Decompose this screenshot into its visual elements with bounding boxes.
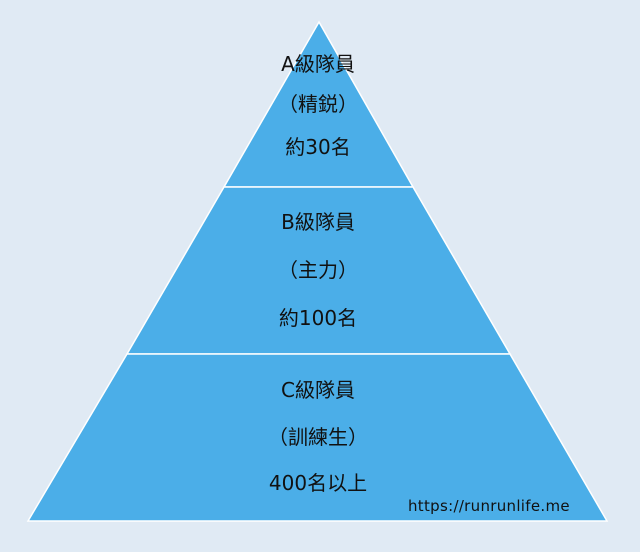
tier-b-title: B級隊員 [281,210,355,234]
tier-c-count: 400名以上 [268,471,368,495]
tier-a-count: 約30名 [285,135,351,159]
tier-c-title: C級隊員 [281,378,355,402]
tier-b-role: （主力） [278,258,358,282]
watermark-url: https://runrunlife.me [408,497,570,515]
tier-b-count: 約100名 [278,306,358,330]
tier-a-title: A級隊員 [281,52,355,76]
tier-c-role: （訓練生） [268,425,368,449]
tier-c-shape [26,353,609,522]
tier-a-role: （精鋭） [278,92,358,116]
